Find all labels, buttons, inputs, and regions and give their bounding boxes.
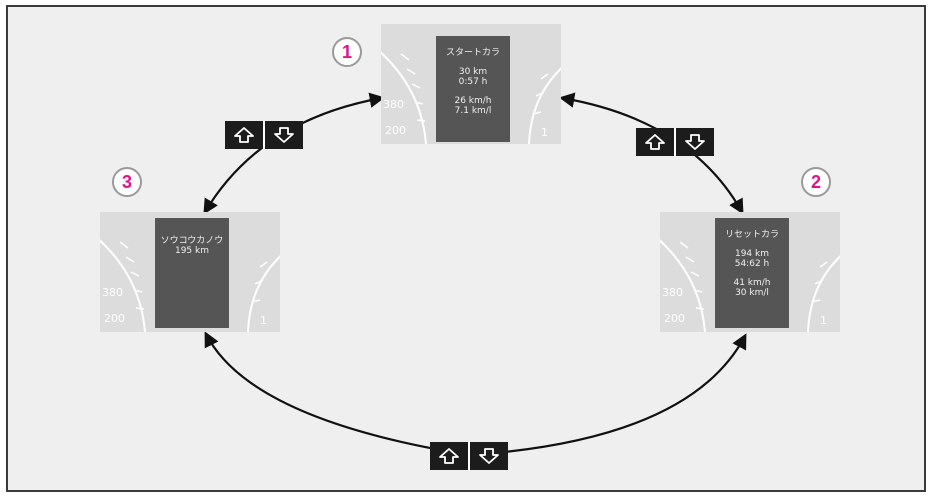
down-arrow-icon — [274, 127, 294, 143]
svg-text:1: 1 — [820, 314, 827, 327]
lcd-line: 30 km — [458, 67, 488, 77]
down-button[interactable] — [676, 128, 714, 156]
lcd-line: 30 km/l — [735, 288, 769, 298]
lcd-line: 0:57 h — [458, 77, 488, 87]
up-arrow-icon — [439, 448, 459, 464]
lcd-header: スタートカラ — [445, 48, 500, 58]
screen-number-badge-1: 1 — [332, 37, 362, 67]
screen-number-badge-2: 2 — [801, 167, 831, 197]
lcd-line: 26 km/h — [454, 96, 492, 106]
down-button[interactable] — [470, 442, 508, 470]
up-arrow-icon — [234, 127, 254, 143]
display-panel-1: 380 200 1 スタートカラ 30 km 0:57 h 26 km/h 7.… — [381, 24, 561, 144]
svg-text:380: 380 — [662, 286, 683, 299]
lcd-line: 54:62 h — [734, 259, 770, 269]
lcd-header: リセットカラ — [724, 230, 779, 240]
scroll-buttons-bottom — [430, 442, 508, 470]
svg-text:200: 200 — [664, 312, 685, 325]
speedometer-gauge: 380 200 1 — [100, 239, 280, 332]
lcd-header: ソウコウカノウ — [160, 236, 224, 246]
svg-text:380: 380 — [383, 98, 404, 111]
lcd-line: 7.1 km/l — [454, 106, 492, 116]
up-button[interactable] — [430, 442, 470, 470]
screen-number-badge-3: 3 — [112, 167, 142, 197]
lcd-screen-1: スタートカラ 30 km 0:57 h 26 km/h 7.1 km/l — [436, 36, 510, 142]
svg-text:380: 380 — [102, 286, 123, 299]
arrow-1-3 — [203, 92, 386, 215]
lcd-screen-3: ソウコウカノウ 195 km — [155, 218, 229, 328]
arrow-3-2 — [204, 331, 747, 457]
scroll-buttons-right — [636, 128, 714, 156]
down-arrow-icon — [479, 448, 499, 464]
up-button[interactable] — [636, 128, 676, 156]
up-arrow-icon — [645, 134, 665, 150]
display-panel-2: 380 200 1 リセットカラ 194 km 54:62 h 41 km/h … — [660, 212, 840, 332]
speedometer-gauge: 380 200 1 — [381, 51, 561, 144]
lcd-line: 41 km/h — [733, 278, 771, 288]
svg-text:200: 200 — [385, 124, 406, 137]
lcd-line: 194 km — [734, 249, 770, 259]
svg-text:1: 1 — [541, 126, 548, 139]
down-button[interactable] — [265, 121, 303, 149]
svg-text:200: 200 — [104, 312, 125, 325]
lcd-line: 195 km — [174, 246, 210, 256]
scroll-buttons-left — [225, 121, 303, 149]
up-button[interactable] — [225, 121, 265, 149]
lcd-screen-2: リセットカラ 194 km 54:62 h 41 km/h 30 km/l — [715, 218, 789, 328]
display-panel-3: 380 200 1 ソウコウカノウ 195 km — [100, 212, 280, 332]
speedometer-gauge: 380 200 1 — [660, 239, 840, 332]
svg-text:1: 1 — [260, 314, 267, 327]
down-arrow-icon — [685, 134, 705, 150]
